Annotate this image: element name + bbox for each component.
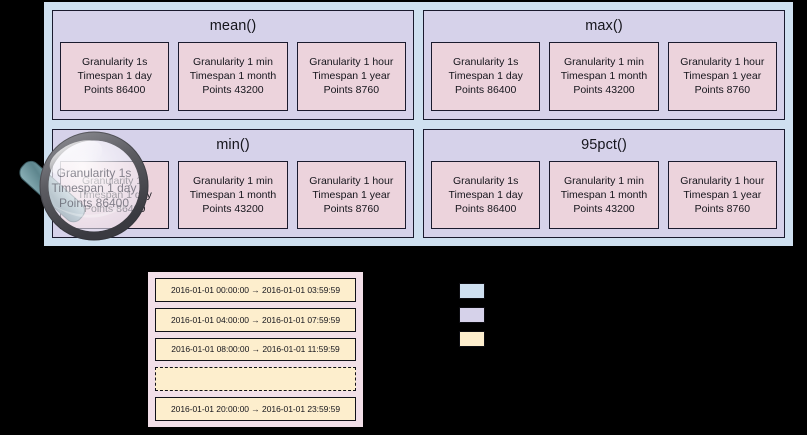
retention-card[interactable]: Granularity 1 min Timespan 1 month Point… <box>178 160 288 229</box>
card-row: Granularity 1s Timespan 1 day Points 864… <box>60 160 406 229</box>
card-granularity: Granularity 1 min <box>193 174 273 187</box>
legend-item <box>459 307 493 323</box>
card-row: Granularity 1s Timespan 1 day Points 864… <box>431 160 777 229</box>
card-points: Points 8760 <box>694 202 751 215</box>
retention-card[interactable]: Granularity 1 hour Timespan 1 year Point… <box>667 42 777 111</box>
quadrant-max[interactable]: max() Granularity 1s Timespan 1 day Poin… <box>423 10 785 120</box>
card-granularity: Granularity 1 min <box>193 56 273 68</box>
card-granularity: Granularity 1 min <box>564 56 644 68</box>
card-timespan: Timespan 1 month <box>560 70 648 83</box>
card-points: Points 43200 <box>573 202 635 215</box>
retention-card[interactable]: Granularity 1 min Timespan 1 month Point… <box>178 42 288 111</box>
quadrant-min[interactable]: min() Granularity 1s Timespan 1 day Poin… <box>52 128 414 238</box>
quadrant-title: min() <box>216 136 250 153</box>
card-points: Points 43200 <box>202 202 264 215</box>
card-row: Granularity 1s Timespan 1 day Points 864… <box>60 42 406 111</box>
legend-item <box>459 283 493 299</box>
bucket-row[interactable]: 2016-01-01 20:00:00 → 2016-01-01 23:59:5… <box>155 397 356 421</box>
quadrant-grid: mean() Granularity 1s Timespan 1 day Poi… <box>52 10 785 238</box>
legend-item <box>459 331 493 347</box>
retention-card[interactable]: Granularity 1 min Timespan 1 month Point… <box>549 160 659 229</box>
card-granularity: Granularity 1 hour <box>309 174 394 187</box>
card-points: Points 86400 <box>84 84 146 97</box>
retention-card[interactable]: Granularity 1s Timespan 1 day Points 864… <box>431 160 541 229</box>
bucket-row[interactable]: 2016-01-01 00:00:00 → 2016-01-01 03:59:5… <box>155 278 356 302</box>
legend <box>459 283 493 347</box>
retention-card[interactable]: Granularity 1 hour Timespan 1 year Point… <box>667 160 777 229</box>
retention-card[interactable]: Granularity 1 hour Timespan 1 year Point… <box>296 42 406 111</box>
aggregation-panel: mean() Granularity 1s Timespan 1 day Poi… <box>44 2 793 246</box>
card-granularity: Granularity 1 min <box>564 174 644 187</box>
card-points: Points 43200 <box>202 84 264 97</box>
card-points: Points 8760 <box>323 84 380 97</box>
legend-swatch-blue <box>459 283 485 299</box>
card-granularity: Granularity 1s <box>81 56 148 68</box>
card-timespan: Timespan 1 year <box>312 70 391 83</box>
card-granularity: Granularity 1s <box>452 174 519 187</box>
card-points: Points 86400 <box>455 84 517 97</box>
card-timespan: Timespan 1 day <box>448 70 523 83</box>
bucket-row[interactable]: 2016-01-01 08:00:00 → 2016-01-01 11:59:5… <box>155 337 356 362</box>
card-points: Points 8760 <box>323 202 380 215</box>
quadrant-title: mean() <box>209 18 257 34</box>
retention-card[interactable]: Granularity 1 min Timespan 1 month Point… <box>549 42 659 111</box>
card-points: Points 86400 <box>84 202 146 215</box>
card-points: Points 8760 <box>694 84 751 97</box>
card-timespan: Timespan 1 month <box>189 70 277 83</box>
card-timespan: Timespan 1 year <box>683 188 762 201</box>
quadrant-title: max() <box>585 18 623 34</box>
card-points: Points 86400 <box>455 202 517 215</box>
quadrant-title: 95pct() <box>581 136 627 153</box>
bucket-row[interactable]: 2016-01-01 04:00:00 → 2016-01-01 07:59:5… <box>155 307 356 332</box>
card-timespan: Timespan 1 year <box>683 70 762 83</box>
retention-card[interactable]: Granularity 1s Timespan 1 day Points 864… <box>60 160 170 229</box>
card-timespan: Timespan 1 month <box>189 188 277 201</box>
quadrant-95pct[interactable]: 95pct() Granularity 1s Timespan 1 day Po… <box>423 128 785 238</box>
legend-swatch-cream <box>459 331 485 347</box>
retention-card[interactable]: Granularity 1 hour Timespan 1 year Point… <box>296 160 406 229</box>
legend-swatch-lavender <box>459 307 485 323</box>
card-granularity: Granularity 1s <box>81 174 148 187</box>
card-timespan: Timespan 1 day <box>448 188 523 201</box>
card-timespan: Timespan 1 month <box>560 188 648 201</box>
retention-card[interactable]: Granularity 1s Timespan 1 day Points 864… <box>60 42 170 111</box>
bucket-row-placeholder[interactable] <box>155 367 356 392</box>
time-bucket-list: 2016-01-01 00:00:00 → 2016-01-01 03:59:5… <box>148 272 363 427</box>
retention-card[interactable]: Granularity 1s Timespan 1 day Points 864… <box>431 42 541 111</box>
card-timespan: Timespan 1 day <box>77 188 152 201</box>
card-granularity: Granularity 1 hour <box>309 56 394 68</box>
card-row: Granularity 1s Timespan 1 day Points 864… <box>431 42 777 111</box>
card-timespan: Timespan 1 year <box>312 188 391 201</box>
card-granularity: Granularity 1s <box>452 56 519 68</box>
card-granularity: Granularity 1 hour <box>680 174 765 187</box>
quadrant-mean[interactable]: mean() Granularity 1s Timespan 1 day Poi… <box>52 10 414 120</box>
card-timespan: Timespan 1 day <box>77 70 152 83</box>
card-points: Points 43200 <box>573 84 635 97</box>
card-granularity: Granularity 1 hour <box>680 56 765 68</box>
